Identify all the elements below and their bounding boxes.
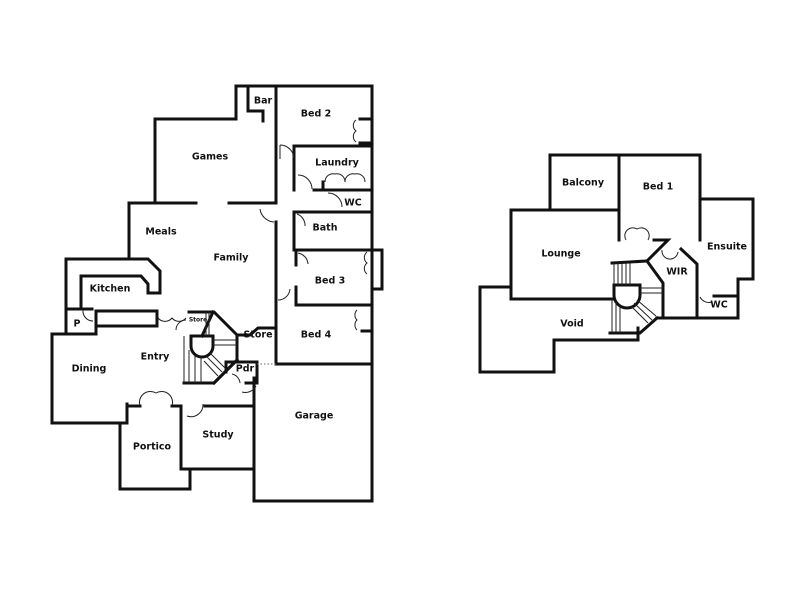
door-bed3	[297, 252, 309, 265]
doors-ground	[82, 119, 368, 418]
stair-diagonal	[200, 310, 215, 338]
door-garage	[241, 385, 257, 393]
room-label-bed3: Bed 3	[315, 276, 345, 287]
stair-diagonal-2	[211, 357, 240, 386]
stair-landing	[189, 334, 215, 359]
door-bed4-robe	[354, 309, 358, 331]
room-label-laundry: Laundry	[315, 158, 359, 169]
door-bed3-robe	[363, 251, 368, 275]
wall-kitchen-top	[64, 257, 131, 311]
wall-meals	[127, 201, 157, 261]
wall-bed1-door	[645, 238, 672, 320]
door-store-small	[175, 319, 187, 331]
room-label-bed4: Bed 4	[301, 330, 332, 341]
wall-pdr	[224, 360, 259, 385]
door-bed1-double	[624, 227, 650, 241]
room-label-dining: Dining	[72, 364, 107, 375]
wall-bed1	[617, 153, 702, 242]
door-pantry	[82, 309, 94, 322]
wall-study	[179, 404, 256, 471]
wall-bath	[292, 210, 374, 252]
wall-dining	[50, 332, 129, 425]
room-label-games: Games	[192, 152, 229, 163]
wall-bar	[234, 84, 374, 366]
stair-treads	[183, 312, 237, 383]
room-label-garage: Garage	[295, 411, 334, 422]
room-label-upper-wc: WC	[710, 300, 727, 311]
wall-stair-upper	[610, 259, 649, 265]
door-family	[259, 208, 275, 223]
stair-landing-upper	[612, 283, 642, 310]
ground-floor-plan: Bar Bed 2 Games Laundry WC Meals Bath Fa…	[50, 84, 384, 503]
wall-bar-inner	[246, 84, 265, 123]
room-label-bed1: Bed 1	[643, 182, 673, 193]
kitchen-bench	[94, 309, 159, 328]
wall-games	[153, 117, 238, 205]
door-bed2	[279, 144, 295, 160]
door-bath	[296, 213, 306, 227]
wall-kitchen-outer	[79, 257, 162, 311]
door-upper-wc	[699, 296, 713, 303]
wall-stair	[182, 310, 239, 385]
room-label-portico: Portico	[133, 442, 172, 453]
door-wir	[661, 249, 679, 260]
wall-ensuite	[698, 197, 755, 298]
room-label-meals: Meals	[145, 227, 177, 238]
room-label-balcony: Balcony	[562, 178, 605, 189]
doors-upper	[624, 227, 713, 303]
room-label-lounge: Lounge	[541, 249, 580, 260]
door-study	[186, 403, 204, 418]
wall-pantry-side	[64, 307, 98, 336]
room-label-bed2: Bed 2	[301, 109, 331, 120]
wall-wir-right	[678, 246, 699, 320]
wall-lounge	[509, 208, 614, 301]
room-label-store: Store	[243, 330, 272, 341]
door-pdr	[231, 373, 241, 384]
room-label-wir: WIR	[666, 267, 688, 278]
room-label-entry: Entry	[141, 352, 170, 363]
room-label-kitchen: Kitchen	[90, 284, 131, 295]
wall-bed4-bottom	[252, 299, 374, 503]
room-label-family: Family	[214, 253, 250, 264]
door-wc	[327, 192, 343, 208]
door-portico-double	[138, 390, 174, 407]
room-label-pdr: Pdr	[236, 364, 255, 375]
room-label-wc: WC	[344, 198, 361, 209]
door-laundry-robe-1	[324, 173, 346, 183]
room-label-store-small: Store	[189, 317, 207, 324]
room-label-void: Void	[560, 319, 583, 330]
wall-bed3-bottom	[294, 285, 374, 307]
wall-laundry	[292, 144, 374, 192]
door-laundry-robe-2	[344, 173, 366, 183]
door-bed2-robe	[352, 119, 357, 143]
wall-store-top	[235, 326, 278, 337]
room-label-study: Study	[202, 430, 234, 441]
room-label-bath: Bath	[313, 223, 338, 234]
wall-void	[478, 285, 640, 374]
stair-treads-upper	[611, 263, 663, 333]
wall-balcony	[548, 153, 621, 212]
door-bed4	[277, 288, 291, 301]
room-label-ensuite: Ensuite	[707, 242, 747, 253]
wall-stair-upper-bottom	[608, 315, 660, 335]
room-label-bar: Bar	[254, 96, 273, 107]
wall-bed3-right	[370, 248, 384, 291]
room-label-pantry: P	[74, 319, 81, 330]
upper-floor-plan: Balcony Bed 1 Lounge Ensuite WIR WC Void	[478, 153, 755, 374]
door-laundry	[297, 174, 313, 190]
